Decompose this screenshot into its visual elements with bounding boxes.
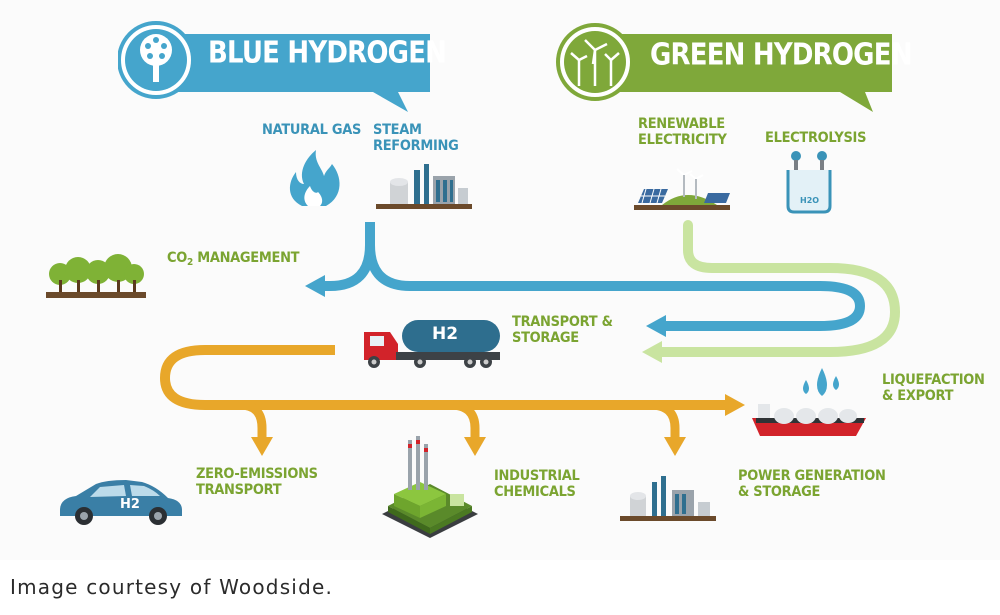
electrolysis-label: ELECTROLYSIS	[765, 130, 867, 147]
green-banner-title: GREEN HYDROGEN	[650, 38, 912, 73]
image-caption: Image courtesy of Woodside.	[10, 575, 334, 599]
flow-arrows	[159, 220, 901, 456]
water-drops-icon	[803, 368, 839, 396]
electrolysis-cell-icon	[786, 151, 832, 214]
orange-branch-power-head	[664, 437, 686, 456]
flame-icon	[289, 150, 340, 206]
lng-ship-icon	[752, 404, 866, 436]
blue-flow-arrow-co2	[322, 222, 375, 291]
blue-hydrogen-banner	[118, 21, 430, 112]
power-generation-storage-label: POWER GENERATION& STORAGE	[738, 468, 886, 501]
orange-flow-arrow	[159, 345, 728, 410]
co2-management-label: CO2 MANAGEMENT	[167, 250, 300, 269]
green-hydrogen-banner	[556, 23, 892, 112]
refinery-icon	[376, 164, 472, 209]
blue-flow-arrow-transport	[365, 244, 866, 331]
solar-wind-icon	[634, 168, 730, 210]
green-flow-arrow	[655, 220, 901, 357]
transport-storage-label: TRANSPORT &STORAGE	[512, 314, 613, 347]
electrolysis-cell-label: H2O	[800, 196, 820, 205]
hydrogen-diagram: BLUE HYDROGEN GREEN HYDROGEN NATURAL GAS…	[46, 21, 985, 538]
truck-tank-label: H2	[432, 324, 459, 344]
hydrogen-car-icon	[60, 480, 182, 525]
orange-branch-chemicals-head	[464, 437, 486, 456]
orange-flow-arrowhead-export	[725, 394, 745, 416]
green-flow-arrowhead	[642, 341, 662, 363]
blue-flow-arrowhead-transport	[646, 315, 666, 337]
trees-icon	[46, 254, 146, 298]
chemical-plant-icon	[382, 436, 478, 538]
blue-flow-arrowhead-co2	[305, 275, 325, 297]
orange-branch-power	[649, 400, 680, 440]
orange-branch-chemicals	[449, 400, 480, 440]
natural-gas-label: NATURAL GAS	[262, 122, 362, 139]
hydrogen-truck-icon	[364, 320, 500, 368]
power-plant-icon	[620, 476, 716, 521]
wind-turbine-icon	[570, 39, 620, 86]
orange-branch-transport-head	[251, 437, 273, 456]
car-label: H2	[120, 497, 140, 512]
orange-branch-transport	[239, 400, 267, 440]
blue-banner-title: BLUE HYDROGEN	[208, 36, 447, 71]
liquefaction-export-label: LIQUEFACTION& EXPORT	[882, 372, 985, 405]
